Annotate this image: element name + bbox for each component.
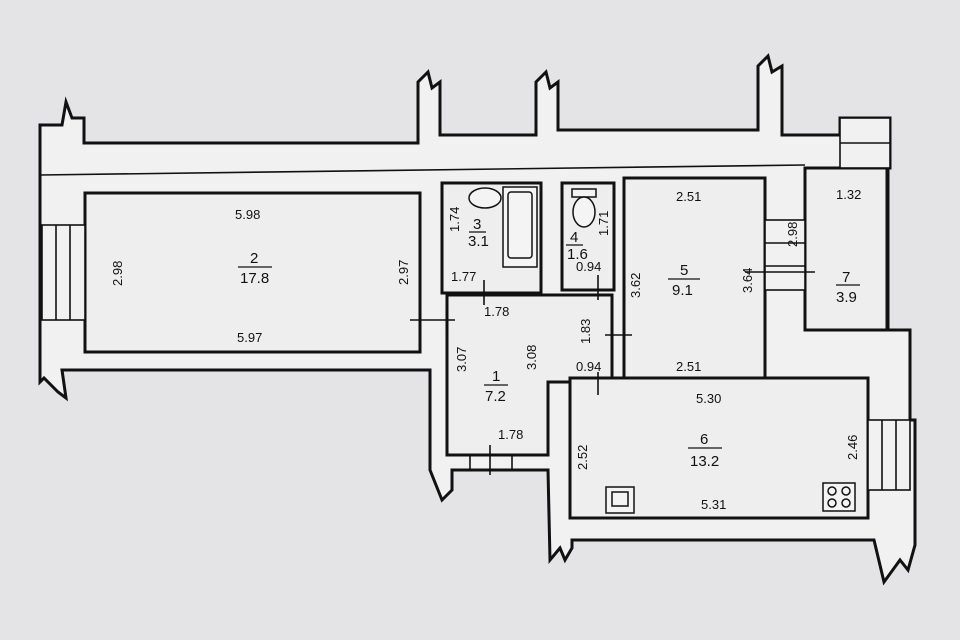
stove-icon xyxy=(822,482,856,512)
vent-box xyxy=(839,117,891,169)
room-5-area: 9.1 xyxy=(672,282,693,299)
room-5 xyxy=(622,176,767,380)
room-2 xyxy=(83,191,422,354)
room-4-bottom-dim: 0.94 xyxy=(576,259,601,274)
room-5-right-dim: 3.64 xyxy=(740,268,755,293)
room-1-corridor-width-dim: 0.94 xyxy=(576,359,601,374)
room-4-area: 1.6 xyxy=(567,246,588,263)
room-1-number: 1 xyxy=(492,368,500,385)
room-5-left-dim: 3.62 xyxy=(628,273,643,298)
room-3-area: 3.1 xyxy=(468,233,489,250)
room-3-number: 3 xyxy=(473,216,481,233)
room-6-left-dim: 2.52 xyxy=(575,445,590,470)
window-left xyxy=(41,224,86,321)
room-6-top-dim: 5.30 xyxy=(696,391,721,406)
room-1-bottom-dim: 1.78 xyxy=(498,427,523,442)
room-6-area: 13.2 xyxy=(690,453,719,470)
toilet-icon xyxy=(571,188,597,228)
room-5-top-dim: 2.51 xyxy=(676,189,701,204)
room-2-left-dim: 2.98 xyxy=(110,261,125,286)
bathtub-icon xyxy=(502,186,538,268)
room-2-bottom-dim: 5.97 xyxy=(237,330,262,345)
sink-icon xyxy=(468,187,502,209)
doors xyxy=(410,275,632,475)
room-1-area: 7.2 xyxy=(485,388,506,405)
room-4-number: 4 xyxy=(570,229,578,246)
window-room-6 xyxy=(867,419,911,491)
room-2-number: 2 xyxy=(250,250,258,267)
room-7-left-dim: 2.98 xyxy=(785,222,800,247)
window-room-5 xyxy=(745,219,815,291)
room-2-area: 17.8 xyxy=(240,270,269,287)
room-5-bottom-dim: 2.51 xyxy=(676,359,701,374)
corridor-wall-line xyxy=(39,164,806,176)
room-6-right-dim: 2.46 xyxy=(845,435,860,460)
room-2-top-dim: 5.98 xyxy=(235,207,260,222)
room-1 xyxy=(445,293,614,457)
room-7-top-dim: 1.32 xyxy=(836,187,861,202)
room-1-right-dim: 3.08 xyxy=(524,345,539,370)
room-1-top-dim: 1.78 xyxy=(484,304,509,319)
room-7-number: 7 xyxy=(842,269,850,286)
room-5-number: 5 xyxy=(680,262,688,279)
room-1-corridor-dim: 1.83 xyxy=(578,319,593,344)
room-6-number: 6 xyxy=(700,431,708,448)
room-1-left-dim: 3.07 xyxy=(454,347,469,372)
room-2-right-dim: 2.97 xyxy=(396,260,411,285)
room-3-left-dim: 1.74 xyxy=(447,207,462,232)
room-7-area: 3.9 xyxy=(836,289,857,306)
room-6-bottom-dim: 5.31 xyxy=(701,497,726,512)
kitchen-sink-icon xyxy=(605,486,635,514)
room-4-right-dim: 1.71 xyxy=(596,211,611,236)
room-3-bottom-dim: 1.77 xyxy=(451,269,476,284)
